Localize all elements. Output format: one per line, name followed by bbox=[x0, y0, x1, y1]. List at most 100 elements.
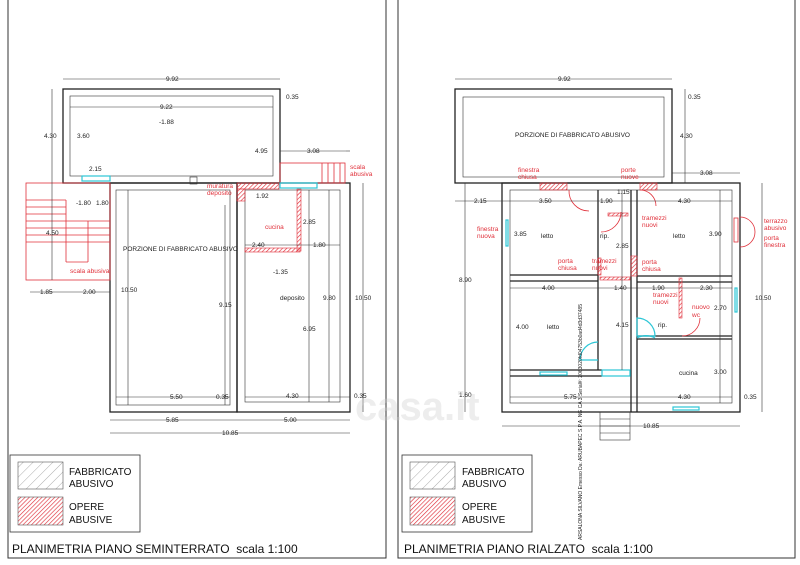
note-label: nuove bbox=[621, 174, 639, 181]
dim-label: 4.00 bbox=[542, 285, 555, 292]
dim-label: 2.00 bbox=[83, 289, 96, 296]
dim-label: 3.08 bbox=[307, 148, 320, 155]
dim-label: 3.90 bbox=[709, 231, 722, 238]
room-label: deposito bbox=[280, 295, 305, 302]
dim-label: 2.85 bbox=[616, 243, 629, 250]
note-label: nuovi bbox=[653, 299, 669, 306]
portion-label: PORZIONE DI FABBRICATO ABUSIVO bbox=[515, 132, 630, 139]
portion-label: PORZIONE DI FABBRICATO ABUSIVO bbox=[123, 246, 238, 253]
basement-plan: 9.92 9.22 -1.88 4.30 3.60 4.95 3.08 0.35… bbox=[25, 76, 373, 437]
legend-swatch-hatch bbox=[17, 461, 64, 490]
window bbox=[734, 287, 738, 313]
dim-label: 10.85 bbox=[643, 423, 660, 430]
dim-label: 1.80 bbox=[96, 200, 109, 207]
left-sheet-frame bbox=[7, 0, 387, 559]
dim-label: 3.00 bbox=[714, 369, 727, 376]
dim-label: 9.22 bbox=[160, 104, 173, 111]
dim-label: 1.85 bbox=[40, 289, 53, 296]
note-label: abusivo bbox=[764, 225, 787, 232]
abusive-wall bbox=[539, 182, 568, 191]
dim-label: 2.40 bbox=[252, 242, 265, 249]
dim-label: 0.35 bbox=[354, 393, 367, 400]
dim-label: 6.95 bbox=[303, 326, 316, 333]
dim-label: 4.50 bbox=[46, 230, 59, 237]
note-label: wc bbox=[691, 312, 701, 319]
note-label: finestra bbox=[764, 242, 786, 249]
note-label: porte bbox=[621, 167, 636, 174]
legend-label: ABUSIVO bbox=[462, 479, 507, 490]
note-label: nuovi bbox=[642, 222, 658, 229]
window bbox=[601, 369, 631, 377]
legend-swatch-hatch bbox=[409, 461, 456, 490]
dim-label: 4.30 bbox=[286, 393, 299, 400]
legend-label: FABBRICATO bbox=[69, 467, 132, 478]
dim-label: 8.90 bbox=[459, 277, 472, 284]
note-label: muratura bbox=[207, 183, 233, 190]
legend-swatch-red bbox=[17, 496, 64, 526]
dim-label: 2.15 bbox=[474, 198, 487, 205]
dim-label: 2.70 bbox=[714, 305, 727, 312]
room-label: rip. bbox=[658, 322, 667, 329]
dim-label: 3.08 bbox=[700, 170, 713, 177]
dim-label: 2.85 bbox=[303, 219, 316, 226]
dim-label: 2.15 bbox=[89, 166, 102, 173]
illegal-stairs-right bbox=[279, 162, 346, 184]
window bbox=[539, 371, 568, 376]
note-label: porta bbox=[642, 259, 657, 266]
dim-label: 9.92 bbox=[558, 76, 571, 83]
legend-label: OPERE bbox=[462, 502, 497, 513]
legend-label: ABUSIVE bbox=[462, 515, 506, 526]
room-label: letto bbox=[541, 233, 554, 240]
dim-label: 1.90 bbox=[652, 285, 665, 292]
dim-label: 2.30 bbox=[700, 285, 713, 292]
dim-label: 9.92 bbox=[166, 76, 179, 83]
legend-label: FABBRICATO bbox=[462, 467, 525, 478]
note-label: finestra bbox=[477, 226, 499, 233]
dim-label: 0.35 bbox=[744, 394, 757, 401]
dim-label: 4.30 bbox=[680, 133, 693, 140]
dim-label: 1.40 bbox=[614, 285, 627, 292]
dim-label: 4.95 bbox=[255, 148, 268, 155]
dim-label: 5.00 bbox=[284, 417, 297, 424]
dim-label: 3.50 bbox=[539, 198, 552, 205]
dim-label: 4.30 bbox=[678, 394, 691, 401]
note-label: deposito bbox=[207, 190, 232, 197]
note-label: nuova bbox=[477, 233, 495, 240]
elevation-label: -1.80 bbox=[76, 200, 91, 207]
dim-label: 0.35 bbox=[688, 94, 701, 101]
basement-plan-title: PLANIMETRIA PIANO SEMINTERRATO scala 1:1… bbox=[12, 542, 298, 556]
note-label: tramezzi bbox=[642, 215, 667, 222]
note-label: tramezzi bbox=[592, 258, 617, 265]
legend-label: ABUSIVO bbox=[69, 479, 114, 490]
dim-label: 9.80 bbox=[323, 295, 336, 302]
elevation-label: -1.35 bbox=[273, 269, 288, 276]
dim-label: 5.85 bbox=[166, 417, 179, 424]
elevation-label: -1.88 bbox=[159, 119, 174, 126]
dim-label: 9.15 bbox=[219, 302, 232, 309]
illegal-stairs-left bbox=[25, 182, 111, 281]
dim-label: 1.90 bbox=[600, 198, 613, 205]
legend-label: OPERE bbox=[69, 502, 104, 513]
dim-label: 1.92 bbox=[256, 193, 269, 200]
dim-label: 0.35 bbox=[216, 394, 229, 401]
note-label: chiusa bbox=[518, 174, 537, 181]
note-label: chiusa bbox=[642, 266, 661, 273]
legend-right: FABBRICATO ABUSIVO OPERE ABUSIVE bbox=[401, 454, 533, 533]
right-sheet-frame bbox=[397, 0, 796, 559]
ground-floor-plan-title: PLANIMETRIA PIANO RIALZATO scala 1:100 bbox=[404, 542, 653, 556]
dim-label: 4.30 bbox=[44, 133, 57, 140]
legend-swatch-red bbox=[409, 496, 456, 526]
dim-label: 1.15 bbox=[617, 189, 630, 196]
window bbox=[279, 182, 318, 189]
note-label: terrazzo bbox=[764, 218, 788, 225]
dim-label: 5.75 bbox=[564, 394, 577, 401]
ground-floor-plan: ARSALONA SILVANO Emesso Da: ARUBAPEC S.P… bbox=[454, 76, 788, 540]
room-label: letto bbox=[673, 233, 686, 240]
dim-label: 1.80 bbox=[313, 242, 326, 249]
dim-label: 10.85 bbox=[222, 430, 239, 437]
dim-label: 10.50 bbox=[355, 295, 372, 302]
dim-label: 5.50 bbox=[170, 394, 183, 401]
watermark-logo: casa.it bbox=[355, 385, 480, 429]
dim-label: 10.50 bbox=[121, 287, 138, 294]
